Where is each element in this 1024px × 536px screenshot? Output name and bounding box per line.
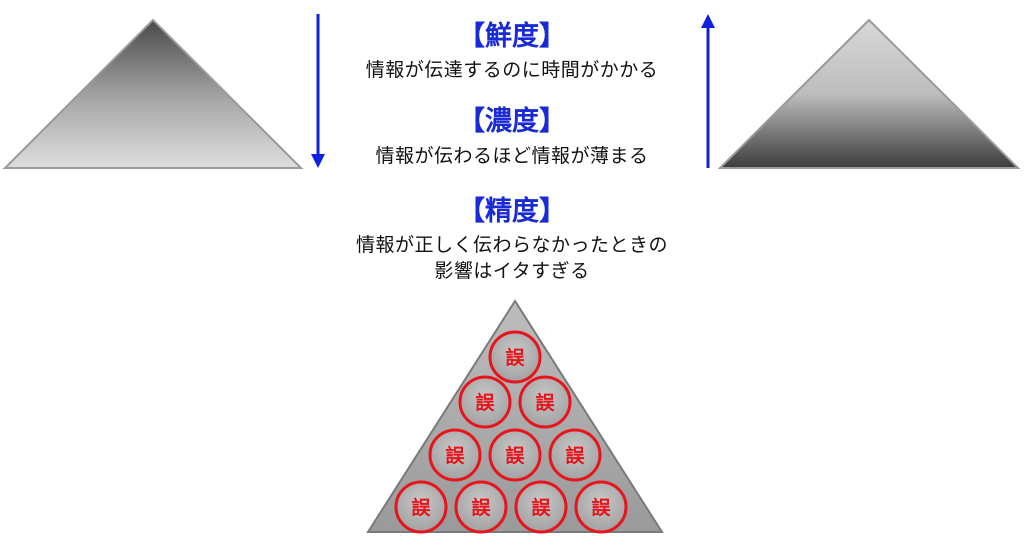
error-circle: 誤	[574, 480, 628, 534]
error-label: 誤	[531, 496, 551, 519]
error-label: 誤	[591, 496, 611, 519]
error-pyramid: 誤誤誤誤誤誤誤誤誤誤	[366, 299, 664, 534]
error-label: 誤	[535, 391, 555, 414]
freshness-heading: 【鮮度】	[458, 21, 566, 52]
right-pyramid	[717, 18, 1021, 169]
error-circle: 誤	[518, 375, 572, 429]
density-description: 情報が伝わるほど情報が薄まる	[375, 145, 649, 167]
error-label: 誤	[471, 496, 491, 519]
accuracy-description-line1: 情報が正しく伝わらなかったときの	[355, 234, 668, 256]
error-label: 誤	[411, 496, 431, 519]
error-label: 誤	[505, 444, 525, 467]
error-label: 誤	[505, 346, 525, 369]
error-label: 誤	[475, 391, 495, 414]
error-circle: 誤	[428, 428, 482, 482]
error-circle: 誤	[458, 375, 512, 429]
error-circle: 誤	[488, 428, 542, 482]
error-circle: 誤	[548, 428, 602, 482]
error-circle: 誤	[488, 330, 542, 384]
error-label: 誤	[445, 444, 465, 467]
freshness-description: 情報が伝達するのに時間がかかる	[365, 59, 659, 81]
accuracy-description-line2: 影響はイタすぎる	[434, 260, 590, 282]
left-pyramid	[2, 18, 304, 169]
error-circle: 誤	[454, 480, 508, 534]
error-circle: 誤	[514, 480, 568, 534]
up-arrow-icon	[701, 14, 715, 168]
density-heading: 【濃度】	[458, 106, 566, 137]
error-circle: 誤	[394, 480, 448, 534]
down-arrow-icon	[311, 14, 325, 168]
accuracy-heading: 【精度】	[458, 196, 566, 227]
error-label: 誤	[565, 444, 585, 467]
